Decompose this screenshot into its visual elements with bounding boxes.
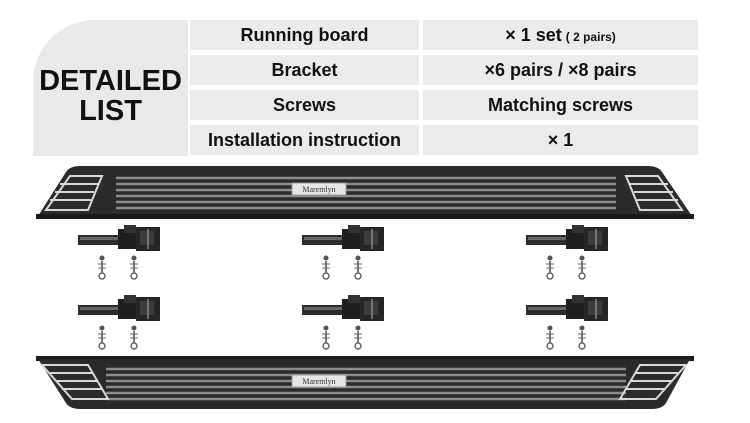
qty-value: × 1	[547, 129, 574, 150]
qty-cell: ×6 pairs / ×8 pairs	[423, 55, 698, 85]
bracket-group	[77, 224, 609, 322]
qty-cell: Matching screws	[423, 90, 698, 120]
item-cell: Screws	[190, 90, 419, 120]
item-cell: Bracket	[190, 55, 419, 85]
qty-value: ×6 pairs / ×8 pairs	[484, 59, 637, 80]
qty-value: Matching screws	[487, 94, 634, 115]
qty-note: ( 2 pairs)	[565, 29, 616, 44]
table-row: Running board × 1 set ( 2 pairs)	[190, 20, 698, 50]
board-logo-bottom: Maremlyn	[302, 377, 335, 386]
qty-cell: × 1	[423, 125, 698, 155]
title-line-1: DETAILED	[39, 65, 182, 97]
detailed-list-badge	[33, 20, 188, 156]
detailed-list-title: DETAILED LIST	[33, 66, 188, 126]
item-cell: Installation instruction	[190, 125, 419, 155]
qty-cell: × 1 set ( 2 pairs)	[423, 20, 698, 50]
table-row: Bracket ×6 pairs / ×8 pairs	[190, 55, 698, 85]
title-line-2: LIST	[79, 95, 142, 127]
table-row: Installation instruction × 1	[190, 125, 698, 155]
item-cell: Running board	[190, 20, 419, 50]
table-row: Screws Matching screws	[190, 90, 698, 120]
running-board-top: Maremlyn	[36, 166, 694, 219]
qty-value: × 1 set	[505, 24, 562, 45]
running-board-bottom: Maremlyn	[36, 356, 694, 409]
spec-table: Running board × 1 set ( 2 pairs) Bracket…	[190, 20, 698, 156]
board-logo-top: Maremlyn	[302, 185, 335, 194]
